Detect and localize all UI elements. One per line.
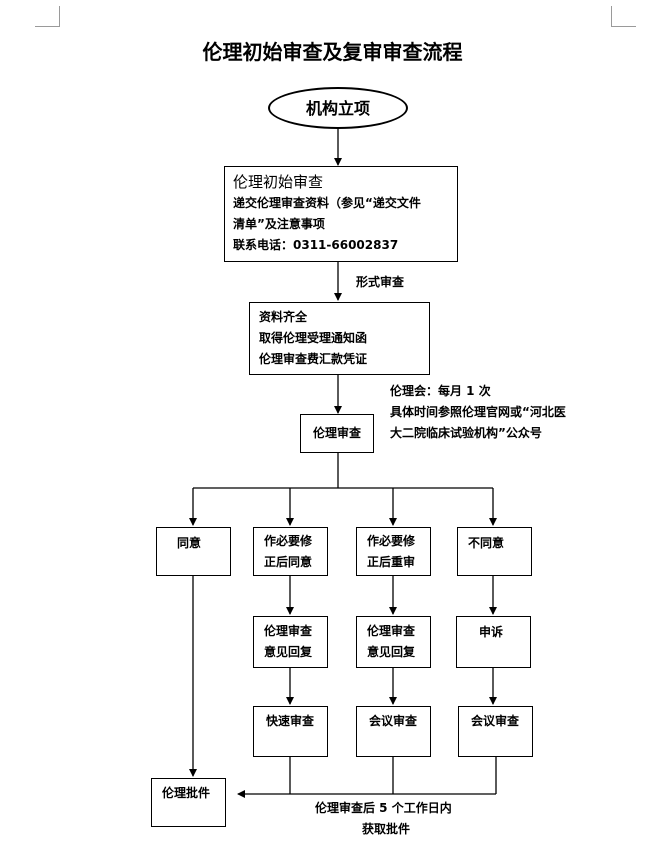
meeting-note-line3: 大二院临床试验机构”公众号 — [390, 426, 542, 440]
meeting-review-box-1: 会议审查 — [356, 706, 431, 757]
modify-rereview-box: 作必要修 正后重审 — [356, 527, 431, 576]
fast-review-label: 快速审查 — [266, 714, 315, 728]
start-node: 机构立项 — [268, 87, 408, 129]
reply2-line1: 伦理审查 — [367, 624, 416, 638]
reply1-line1: 伦理审查 — [264, 624, 313, 638]
appeal-label: 申诉 — [479, 625, 504, 639]
meeting-note-line2: 具体时间参照伦理官网或“河北医 — [390, 405, 566, 419]
disagree-label: 不同意 — [468, 536, 505, 550]
start-label: 机构立项 — [305, 98, 370, 118]
crop-mark-top-left-vertical — [59, 6, 60, 27]
page-title: 伦理初始审查及复审审查流程 — [202, 40, 463, 64]
bottom-note-line1: 伦理审查后 5 个工作日内 — [315, 801, 452, 815]
initial-review-phone: 联系电话：0311-66002837 — [233, 238, 399, 252]
crop-mark-top-right-vertical — [611, 6, 612, 27]
initial-review-line1: 递交伦理审查资料（参见“递交文件 — [233, 196, 421, 210]
materials-line3: 伦理审查费汇款凭证 — [259, 352, 368, 366]
initial-review-box: 伦理初始审查 递交伦理审查资料（参见“递交文件 清单”及注意事项 联系电话：03… — [224, 166, 458, 262]
meeting-review-1-label: 会议审查 — [369, 714, 418, 728]
meeting-note-line1: 伦理会：每月 1 次 — [390, 384, 491, 398]
agree-label: 同意 — [177, 536, 202, 550]
fast-review-box: 快速审查 — [253, 706, 328, 757]
meeting-review-box-2: 会议审查 — [458, 706, 533, 757]
initial-review-line2: 清单”及注意事项 — [233, 217, 325, 231]
crop-mark-top-right-horizontal — [611, 26, 636, 27]
reply1-line2: 意见回复 — [264, 645, 313, 659]
crop-mark-top-left-horizontal — [35, 26, 60, 27]
approval-box: 伦理批件 — [151, 778, 226, 827]
modify-rereview-line2: 正后重审 — [367, 555, 416, 569]
bottom-note-line2: 获取批件 — [362, 822, 411, 836]
disagree-box: 不同意 — [457, 527, 532, 576]
reply-box-2: 伦理审查 意见回复 — [356, 616, 431, 668]
meeting-note: 伦理会：每月 1 次 具体时间参照伦理官网或“河北医 大二院临床试验机构”公众号 — [390, 381, 566, 444]
reply-box-1: 伦理审查 意见回复 — [253, 616, 328, 668]
meeting-review-2-label: 会议审查 — [471, 714, 520, 728]
materials-box: 资料齐全 取得伦理受理通知函 伦理审查费汇款凭证 — [249, 302, 430, 375]
formal-review-label: 形式审查 — [356, 275, 405, 289]
ethics-review-box: 伦理审查 — [300, 414, 374, 453]
modify-agree-line1: 作必要修 — [264, 534, 313, 548]
modify-agree-box: 作必要修 正后同意 — [253, 527, 328, 576]
initial-review-heading: 伦理初始审查 — [233, 173, 324, 191]
ethics-review-label: 伦理审查 — [312, 426, 361, 440]
materials-line1: 资料齐全 — [259, 310, 308, 324]
materials-line2: 取得伦理受理通知函 — [259, 331, 368, 345]
modify-rereview-line1: 作必要修 — [367, 534, 416, 548]
reply2-line2: 意见回复 — [367, 645, 416, 659]
modify-agree-line2: 正后同意 — [264, 555, 313, 569]
appeal-box: 申诉 — [456, 616, 531, 668]
agree-box: 同意 — [156, 527, 231, 576]
approval-label: 伦理批件 — [162, 786, 211, 800]
